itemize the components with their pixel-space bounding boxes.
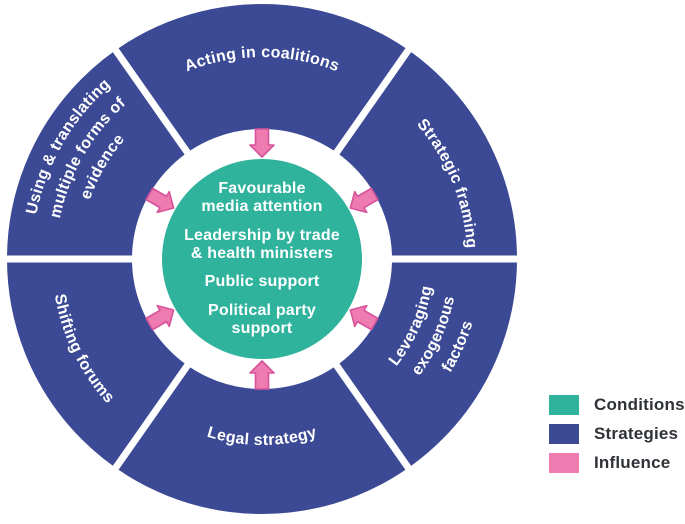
legend: Conditions Strategies Influence xyxy=(549,395,685,473)
condition-favourable-media-attention: Favourable media attention xyxy=(201,179,323,215)
segment-dividers xyxy=(0,41,525,477)
legend-item-influence: Influence xyxy=(549,453,685,473)
condition-leadership-trade-health-ministers: Leadership by trade & health ministers xyxy=(184,226,340,262)
legend-label-influence: Influence xyxy=(594,453,671,472)
condition-public-support: Public support xyxy=(204,273,320,291)
segment-divider-bottom-right xyxy=(331,360,416,477)
legend-item-strategies: Strategies xyxy=(549,424,685,444)
conditions-swatch xyxy=(549,395,579,415)
condition-political-party-support: Political party support xyxy=(208,302,316,338)
influence-swatch xyxy=(549,453,579,473)
segment-divider-top-left xyxy=(108,41,193,158)
segment-divider-bottom-left xyxy=(108,360,193,477)
influence-arrow-bottom xyxy=(249,360,275,390)
legend-label-strategies: Strategies xyxy=(594,424,679,443)
legend-label-conditions: Conditions xyxy=(594,395,685,414)
strategies-swatch xyxy=(549,424,579,444)
legend-item-conditions: Conditions xyxy=(549,395,685,415)
conditions-circle: Favourable media attention Leadership by… xyxy=(162,159,362,359)
influence-arrow-top xyxy=(249,128,275,158)
segment-divider-top-right xyxy=(331,41,416,158)
